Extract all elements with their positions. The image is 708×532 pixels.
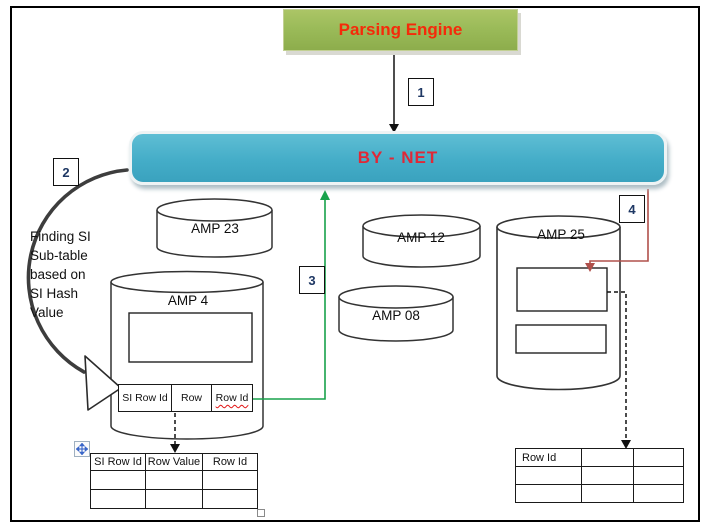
dashed-arrow-right-head — [621, 440, 631, 449]
arrow2-triangle-head — [84, 355, 122, 411]
amp08-cylinder — [338, 285, 454, 342]
arrow4-head — [585, 263, 595, 272]
step-marker-3: 3 — [299, 266, 325, 294]
step-marker-2: 2 — [53, 158, 79, 186]
table-cell-rowid: Row Id — [515, 448, 582, 467]
step-marker-1: 1 — [408, 78, 434, 106]
table-cell — [633, 466, 684, 485]
arrow4-line — [589, 189, 649, 263]
side-note-line: based on — [30, 267, 86, 282]
step-marker-4: 4 — [619, 195, 645, 223]
move-arrows-icon — [76, 443, 88, 455]
column-header: Row Id — [202, 453, 258, 471]
step-1-number: 1 — [417, 84, 425, 100]
column-header: Row Value — [145, 453, 203, 471]
bynet-label: BY - NET — [357, 148, 439, 167]
parsing-engine-label: Parsing Engine — [338, 20, 463, 39]
table-cell — [90, 470, 146, 490]
table-cell — [581, 448, 634, 467]
table-cell — [202, 470, 258, 490]
table-cell — [515, 484, 582, 503]
arrow2-arc — [26, 168, 129, 374]
table-move-handle[interactable] — [74, 441, 90, 457]
table-cell — [145, 470, 203, 490]
amp08-label: AMP 08 — [372, 308, 420, 323]
table-cell — [202, 489, 258, 509]
table-cell — [145, 489, 203, 509]
step-4-number: 4 — [628, 201, 636, 217]
table-cell — [90, 489, 146, 509]
amp4-label: AMP 4 — [167, 293, 209, 308]
arrow3-line — [252, 198, 326, 400]
table-resize-handle[interactable] — [257, 509, 265, 517]
dashed-arrow-left-head — [170, 444, 180, 453]
right-base-table: Row Id — [515, 448, 684, 503]
table-cell — [633, 448, 684, 467]
amp4-inner-rect — [128, 312, 253, 363]
table-cell — [581, 466, 634, 485]
table-cell — [581, 484, 634, 503]
bynet-box: BY - NET — [129, 131, 667, 185]
arrow3-head — [320, 190, 330, 200]
step-3-number: 3 — [308, 272, 316, 288]
amp23-cylinder — [156, 198, 273, 258]
amp25-inner-rect-2 — [515, 324, 607, 354]
side-note-line: Sub-table — [30, 248, 88, 263]
side-note-line: Value — [30, 305, 64, 320]
table-cell — [633, 484, 684, 503]
si-subtable-cell-rowid: Row Id — [215, 392, 249, 404]
table-cell — [515, 466, 582, 485]
amp25-inner-rect-1 — [516, 267, 608, 312]
si-subtable: SI Row Id Row Row Id — [118, 384, 253, 412]
si-subtable-cell: Row — [171, 384, 212, 412]
amp25-label: AMP 25 — [537, 227, 585, 242]
si-subtable-cell: SI Row Id — [118, 384, 172, 412]
arrow1-head — [389, 124, 399, 133]
step-2-number: 2 — [62, 164, 70, 180]
si-subtable-cell: Row Id — [211, 384, 253, 412]
amp12-label: AMP 12 — [397, 230, 445, 245]
side-note: Finding SI Sub-table based on SI Hash Va… — [30, 227, 91, 322]
column-header: SI Row Id — [90, 453, 146, 471]
amp12-cylinder — [362, 214, 481, 268]
amp23-label: AMP 23 — [191, 221, 239, 236]
left-base-table: SI Row Id Row Value Row Id — [90, 453, 258, 509]
side-note-line: Finding SI — [30, 229, 91, 244]
side-note-line: SI Hash — [30, 286, 79, 301]
page-border — [10, 6, 700, 522]
parsing-engine-box: Parsing Engine — [283, 9, 518, 51]
